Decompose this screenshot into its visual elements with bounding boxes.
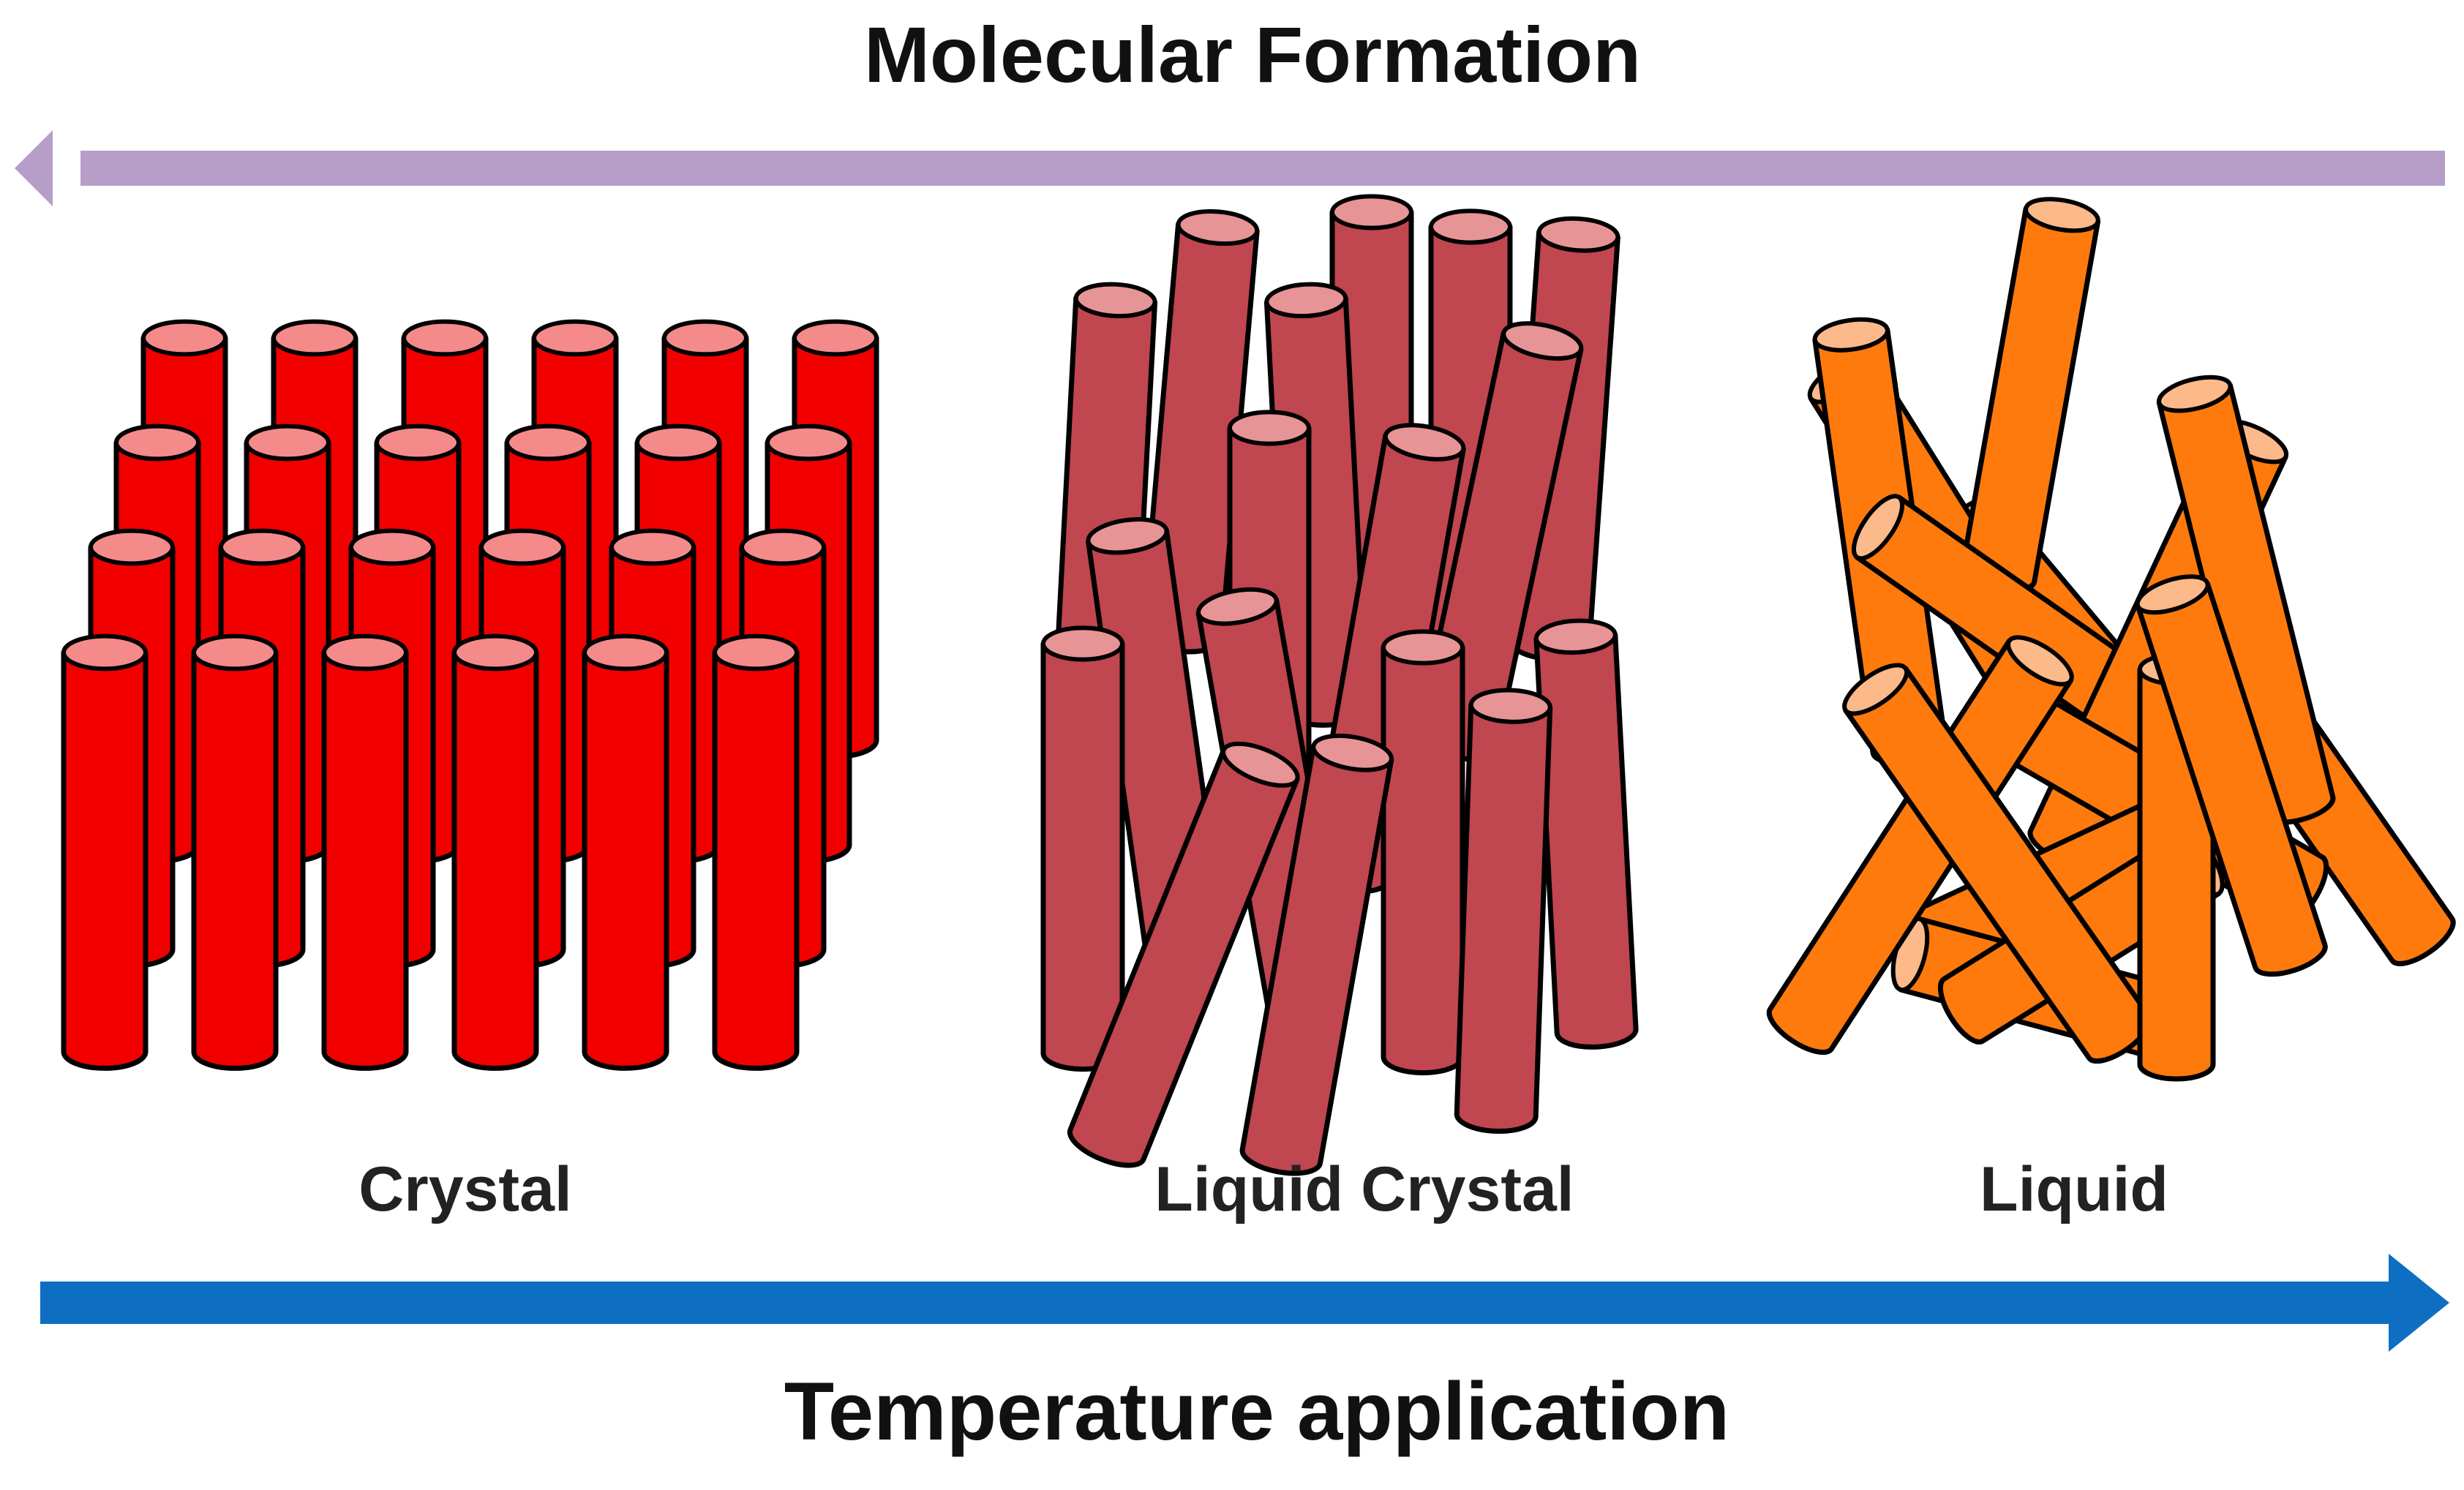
liquid-rod — [1766, 635, 2074, 1056]
temperature-arrow — [40, 1254, 2449, 1352]
crystal-rod — [712, 633, 800, 1071]
bottom-title: Temperature application — [784, 1366, 1729, 1457]
liquid-crystal-label: Liquid Crystal — [1154, 1154, 1574, 1224]
liquid-crystal-rod — [1381, 629, 1465, 1076]
liquid-rod — [2135, 574, 2328, 977]
crystal-rods — [61, 319, 879, 1071]
molecular-formation-arrow — [15, 130, 2445, 206]
crystal-label: Crystal — [358, 1154, 572, 1224]
liquid-rods — [1766, 197, 2456, 1082]
liquid-crystal-rod — [1454, 688, 1553, 1134]
crystal-rod — [191, 633, 279, 1071]
liquid-label: Liquid — [1980, 1154, 2168, 1224]
top-title: Molecular Formation — [864, 10, 1641, 99]
crystal-rod — [582, 633, 669, 1071]
liquid-crystal-rod — [1239, 734, 1394, 1176]
liquid-crystal-rod — [1533, 618, 1639, 1050]
crystal-rod — [451, 633, 539, 1071]
crystal-rod — [321, 633, 409, 1071]
liquid-crystal-rod — [1067, 741, 1300, 1168]
crystal-rod — [61, 633, 149, 1071]
liquid-crystal-rods — [1040, 194, 1639, 1176]
liquid-crystal-rod — [1040, 625, 1125, 1072]
liquid-rod — [1959, 197, 2101, 594]
